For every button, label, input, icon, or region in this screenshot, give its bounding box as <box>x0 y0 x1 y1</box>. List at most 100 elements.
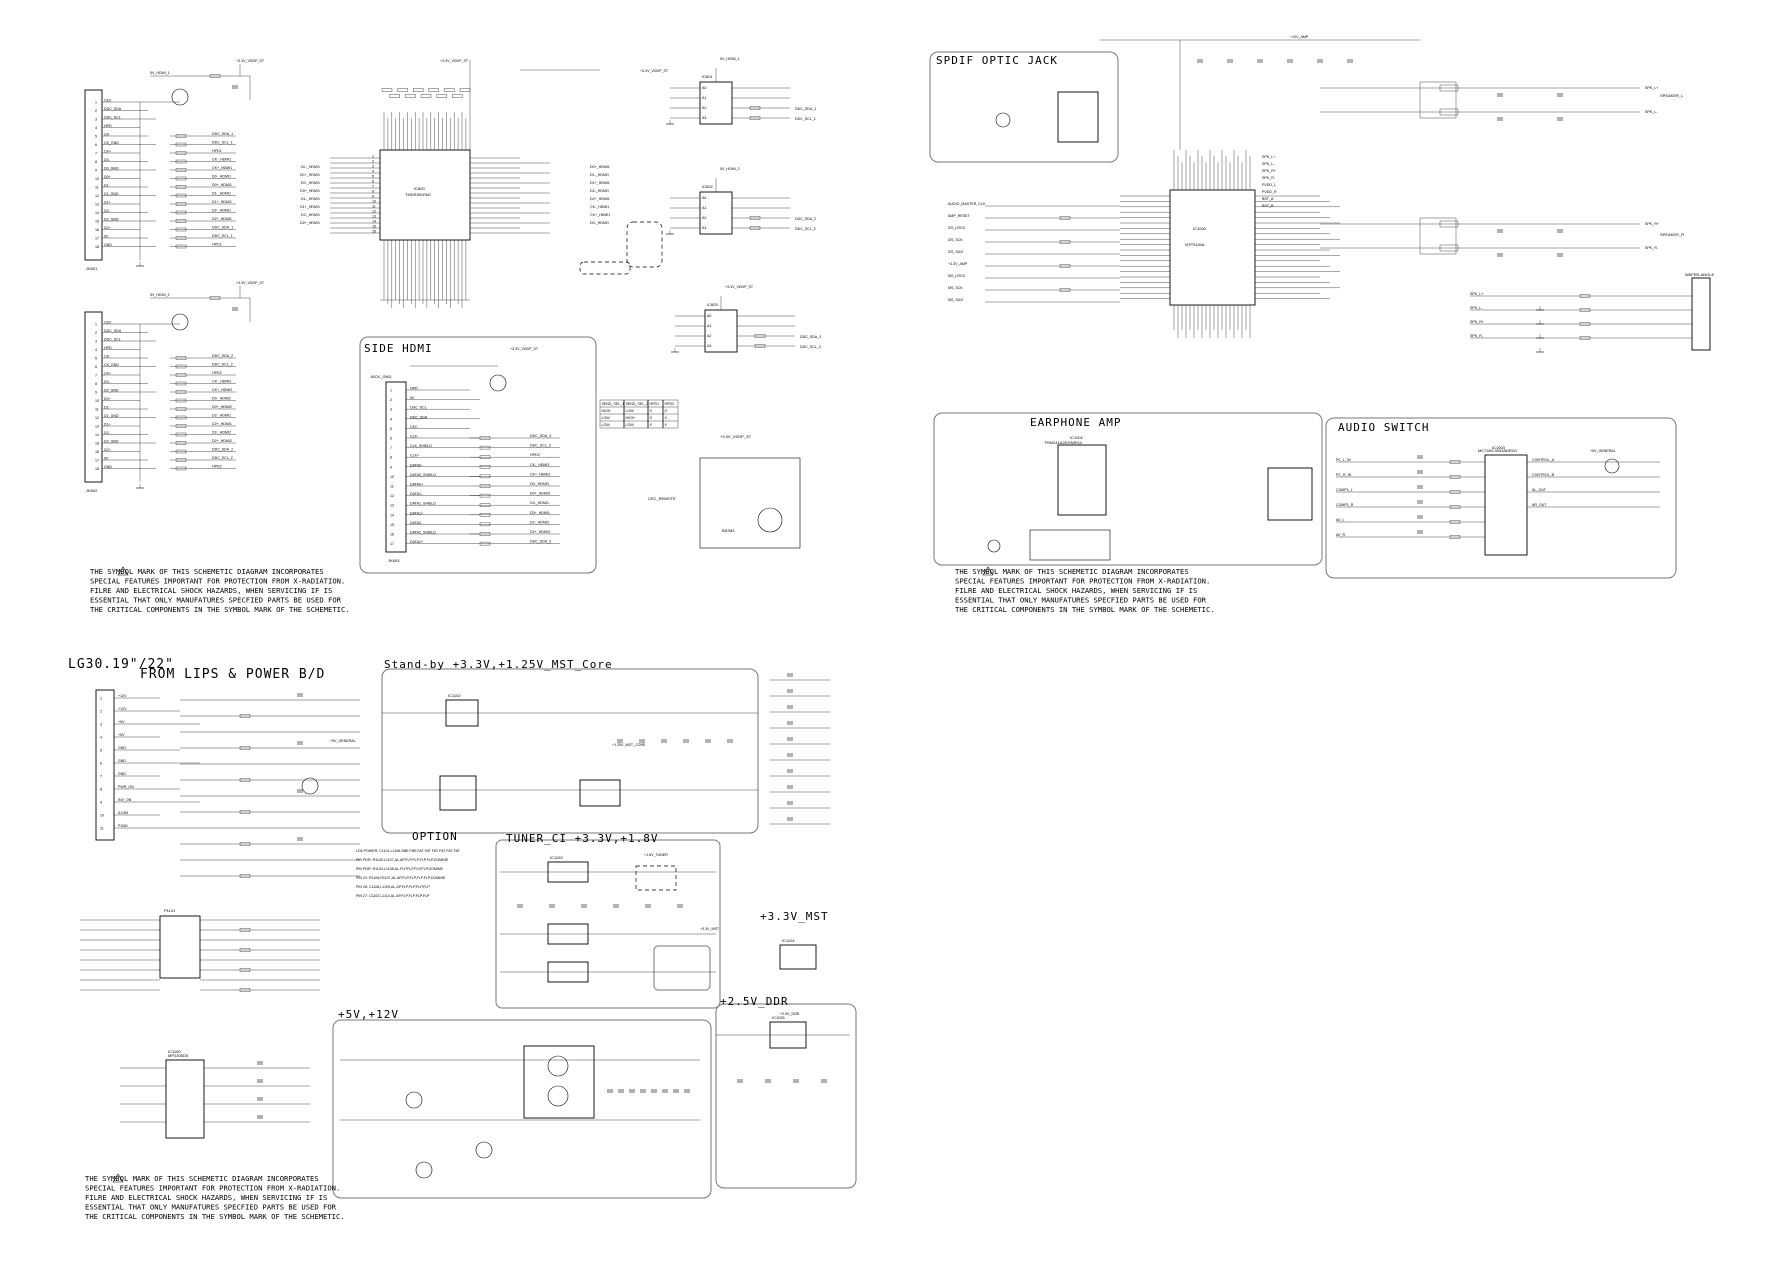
eeprom-pin: A3 <box>707 344 711 348</box>
jack-pin-name: DDC_SDA <box>104 329 122 333</box>
lips-net: GND <box>118 772 126 776</box>
jack-net-label: HPD2 <box>212 371 222 375</box>
speaker-inductor <box>1439 84 1459 92</box>
jack-net-label: D1-_HDMI1 <box>212 192 231 196</box>
warning-line: THE SYMBOL MARK OF THIS SCHEMETIC DIAGRA… <box>90 567 324 576</box>
side-pin-name: DATA0- <box>410 463 423 467</box>
ic-left-net: D2-_HDMI1 <box>301 213 320 217</box>
mosfet-1 <box>547 1055 569 1077</box>
warning-line: FILRE AND ELECTRICAL SHOCK HAZARDS, WHEN… <box>85 1193 327 1202</box>
lips-pin-number: 3 <box>100 723 102 727</box>
hdmi-jack-2-ref: JK602 <box>86 488 98 493</box>
jack-rail: 5V_HDMI_1 <box>150 71 170 75</box>
side-net: DDC_SDA_3 <box>530 540 551 544</box>
jack-pin-number: 13 <box>95 203 99 207</box>
series-resistor <box>175 373 187 377</box>
jack-pin-name: DDC_SCL <box>104 338 121 342</box>
jack-rail: 5V_HDMI_2 <box>150 293 170 297</box>
ic-top-resistor <box>436 94 447 98</box>
jack-net-label: HPD1 <box>212 243 222 247</box>
side-resistor <box>479 484 491 488</box>
switch-net: CONTROL_A <box>1532 458 1555 462</box>
amp-left-resistor <box>1059 264 1071 268</box>
speaker-net: SPK_L- <box>1645 110 1658 114</box>
lips-net: INV_ON <box>118 798 132 802</box>
switch-net: COMP1_R <box>1336 503 1354 507</box>
warning-line: FILRE AND ELECTRICAL SHOCK HAZARDS, WHEN… <box>955 586 1197 595</box>
side-pin-name: DATA2+ <box>410 540 423 544</box>
jack-net-label: DDC_SDA_1 <box>212 226 233 230</box>
side-resistor <box>479 455 491 459</box>
lips-pin-number: 11 <box>100 827 104 831</box>
jack-pin-name: CK_GND <box>104 363 119 367</box>
side-pin-name: DATA0_SHIELD <box>410 473 436 477</box>
jack-pin-number: 12 <box>95 194 99 198</box>
amp-left-net: AUDIO_MASTER_CLK <box>948 202 986 206</box>
jack-net-label: D0+_HDMI1 <box>212 183 232 187</box>
speaker-wafer-label: WAFER-ANGLE <box>1685 272 1715 277</box>
amp-left-net: I2S_SDO <box>948 250 963 254</box>
side-pin-name: CLK_SHIELD <box>410 444 432 448</box>
ic-rail-2: +3.3V_VDDP_ST <box>640 69 669 73</box>
earphone-sub-block <box>1029 529 1111 561</box>
power-resistor <box>239 746 251 750</box>
side-resistor <box>479 522 491 527</box>
amp-right-net: PVDD_R <box>1262 190 1277 194</box>
eeprom-net: DDC_SDA_3 <box>800 335 821 339</box>
series-resistor <box>175 458 187 462</box>
audio-amp-ref: IC1000 <box>1193 226 1207 231</box>
jack-pin-number: 14 <box>95 433 99 437</box>
jack-net-label: D2+_HDMI1 <box>212 217 232 221</box>
ic-left-net: D0-_HDMI1 <box>301 181 320 185</box>
jack-pin-name: D0+ <box>104 397 111 401</box>
jack-pin-number: 11 <box>95 408 99 412</box>
amp-right-net: SPK_R+ <box>1262 169 1276 173</box>
jack-pin-name: HPD <box>104 346 112 350</box>
switch-resistor <box>1449 505 1461 509</box>
tuner-dash-box <box>635 865 677 891</box>
side-jack-label: JACK_GND <box>370 374 391 379</box>
jack-net-label: DDC_SDA_2 <box>212 354 233 358</box>
side-net: HPD3 <box>530 453 540 457</box>
side-pin-number: 11 <box>390 485 394 489</box>
series-resistor <box>175 185 187 189</box>
jack-pin-number: 16 <box>95 450 99 454</box>
jack-net-label: DDC_SDA_1 <box>212 132 233 136</box>
power-wires: +3.3V_MST+1.25V_MST_CORE+2.5V_DDR+1.8V_T… <box>80 673 850 1123</box>
v5-12-frame <box>332 1019 712 1199</box>
jack-pin-number: 9 <box>95 169 97 173</box>
eeprom-2 <box>699 191 733 235</box>
side-pin-name: DATA2- <box>410 521 423 525</box>
jack-pin-name: D1- <box>104 406 111 410</box>
v5-transistor-2 <box>475 1141 493 1159</box>
power-rail-label: +2.5V_DDR <box>780 1012 800 1016</box>
tuner-frame <box>495 839 721 1009</box>
lips-ic-ref: P1101 <box>164 908 176 913</box>
side-pin-number: 4 <box>390 417 392 421</box>
jack-pin-name: CK+ <box>104 150 111 154</box>
eeprom-pin: A3 <box>702 226 706 230</box>
jack-pin-number: 18 <box>95 245 99 249</box>
eeprom-resistor <box>749 216 761 220</box>
mosfet-pair <box>523 1045 595 1119</box>
standby-regulator-2 <box>579 779 621 807</box>
eeprom-net: DDC_SCL_1 <box>795 117 816 121</box>
amp-left-net: MS_SCK <box>948 286 963 290</box>
jack-net-label: DDC_SCL_2 <box>212 456 233 460</box>
jack-pin-number: 15 <box>95 442 99 446</box>
warning-line: THE SYMBOL MARK OF THIS SCHEMETIC DIAGRA… <box>85 1174 319 1183</box>
jack-pin-name: D0- <box>104 158 111 162</box>
series-resistor <box>175 168 187 172</box>
speaker-bead <box>1419 217 1457 255</box>
hdmi-jack-1-wires: DDC_SDA_1DDC_SCL_1HPD1CK-_HDMI1CK+_HDMI1… <box>102 59 265 267</box>
table-cell: SEND_SEL_1 <box>602 402 625 406</box>
ic-pin-number: 13 <box>372 215 376 219</box>
series-resistor <box>175 236 187 240</box>
ic-right-net: D0+_HDMI1 <box>590 165 610 169</box>
